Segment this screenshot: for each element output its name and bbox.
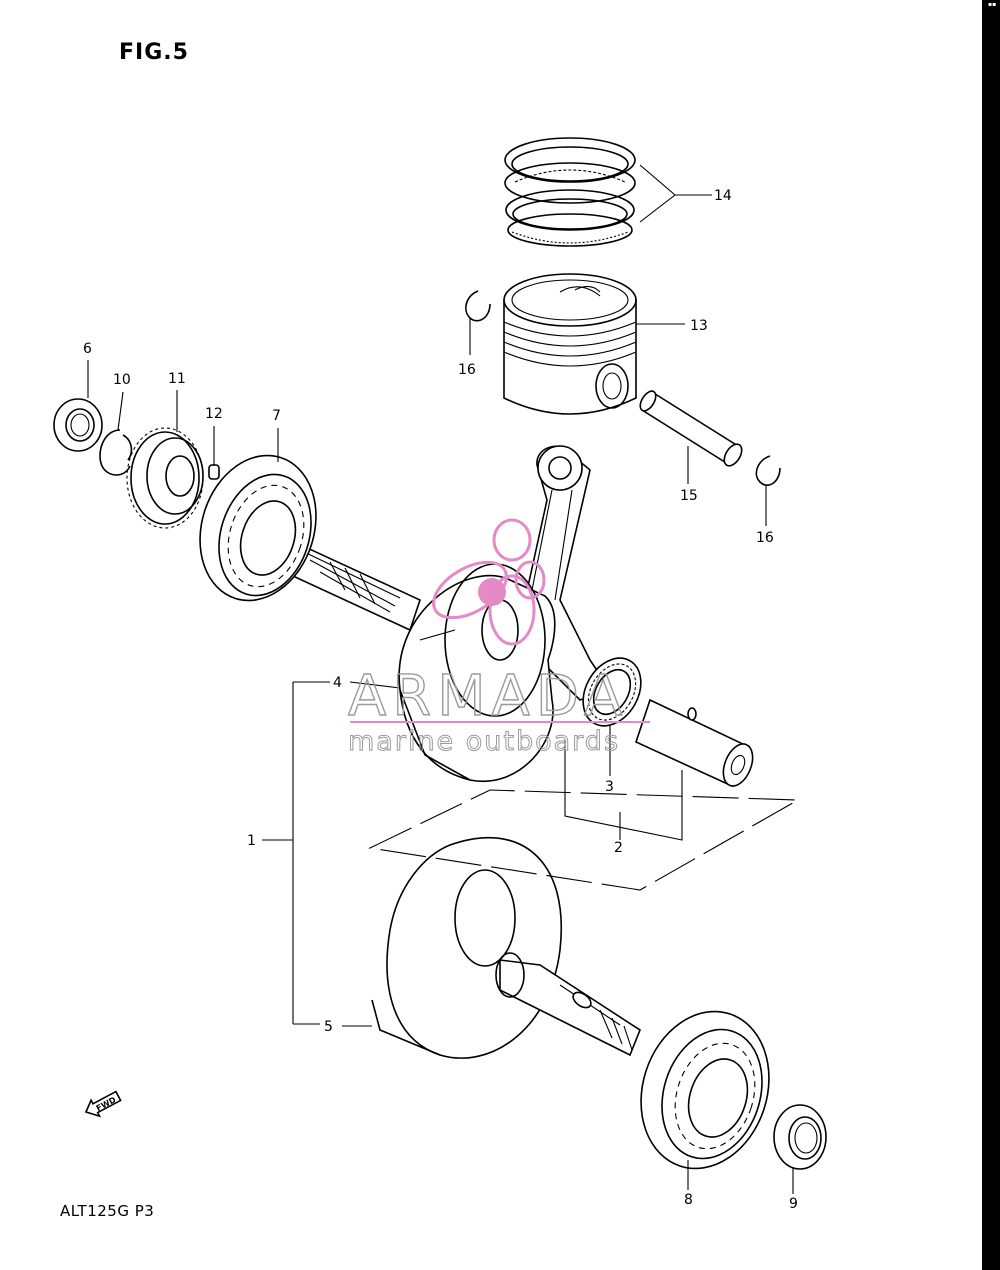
piston-pin-circlip-right	[755, 455, 781, 486]
piston	[503, 273, 637, 415]
callout-4: 4	[333, 675, 342, 691]
piston-pin-circlip-left	[465, 290, 491, 322]
piston-pin	[639, 390, 743, 467]
callout-8: 8	[684, 1192, 693, 1208]
callout-11: 11	[168, 371, 186, 387]
callout-15: 15	[680, 488, 698, 504]
callout-2: 2	[614, 840, 623, 856]
callout-3: 3	[605, 779, 614, 795]
callout-14: 14	[714, 188, 732, 204]
crank-pin	[635, 698, 754, 788]
watermark-hub-icon	[478, 578, 506, 606]
figure-title: FIG.5	[119, 40, 189, 65]
oil-seal-left	[53, 398, 103, 452]
callout-labels: 14 13 16 15 16 6 10 11 12 7 4 1 5 3 2 8 …	[83, 188, 798, 1212]
callout-5: 5	[324, 1019, 333, 1035]
big-end-needle-bearing	[582, 657, 642, 727]
fwd-direction-badge: FWD	[84, 1090, 122, 1118]
watermark-propeller-icon	[432, 518, 546, 646]
primary-drive-gear	[126, 427, 204, 529]
callout-7: 7	[272, 408, 281, 424]
crankshaft-right-half	[371, 836, 641, 1059]
callout-16-lower: 16	[756, 530, 774, 546]
assembly-frame	[368, 789, 800, 891]
armada-watermark: ARMADA marine outboards	[347, 518, 650, 758]
callout-16-upper: 16	[458, 362, 476, 378]
main-bearing-right	[640, 1010, 770, 1170]
corner-mark: ▪▪	[988, 1, 997, 8]
right-border-strip	[982, 0, 1000, 1270]
oil-seal-right	[773, 1104, 827, 1170]
woodruff-key	[208, 464, 220, 480]
callout-12: 12	[205, 406, 223, 422]
leader-lines	[87, 164, 794, 1194]
main-bearing-left	[199, 454, 317, 602]
callout-9: 9	[789, 1196, 798, 1212]
piston-rings	[504, 137, 636, 247]
callout-1: 1	[247, 833, 256, 849]
gear-circlip	[99, 429, 133, 476]
callout-10: 10	[113, 372, 131, 388]
callout-13: 13	[690, 318, 708, 334]
crankshaft-left-half	[258, 539, 556, 783]
watermark-tagline: marine outboards	[348, 726, 620, 757]
callout-6: 6	[83, 341, 92, 357]
figure-code: ALT125G P3	[60, 1202, 155, 1220]
watermark-brand: ARMADA	[348, 664, 628, 729]
